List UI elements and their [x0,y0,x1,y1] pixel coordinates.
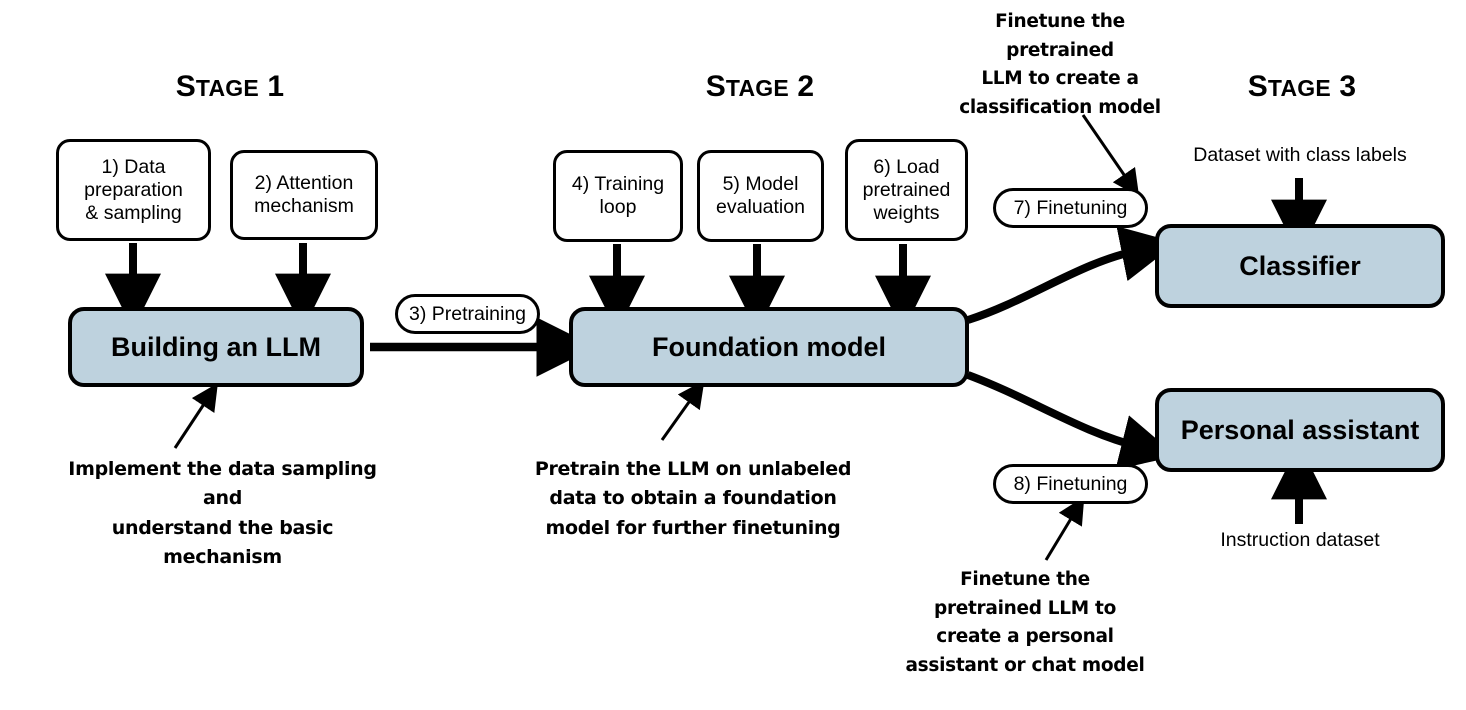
stage-2-header-initial: S [705,70,726,103]
annotation-classification-line-1: Finetune the pretrained [995,11,1125,61]
step-box-load-pretrained-weights[interactable]: 6) Load pretrained weights [845,139,968,241]
stage-2-header: STAGE 2 [620,72,900,102]
blue-box-foundation-model[interactable]: Foundation model [569,307,969,387]
step-6-line-3: weights [873,201,940,224]
stage-1-header: STAGE 1 [90,72,370,102]
annotation-assistant-line-1: Finetune the [960,569,1090,590]
step-6-line-2: pretrained [862,178,951,201]
step-1-line-1: 1) Data [101,155,166,178]
stage-3-header: STAGE 3 [1162,72,1442,102]
pill-finetuning-assistant[interactable]: 8) Finetuning [993,464,1148,504]
step-box-attention-mechanism[interactable]: 2) Attention mechanism [230,150,378,240]
stage-3-header-initial: S [1247,70,1268,103]
annotation-classification: Finetune the pretrained LLM to create a … [940,8,1180,123]
pill-pretraining[interactable]: 3) Pretraining [395,294,540,334]
step-box-data-preparation[interactable]: 1) Data preparation & sampling [56,139,211,241]
arrow-annotation-stage2 [660,380,705,441]
pill-finetuning-classifier[interactable]: 7) Finetuning [993,188,1148,228]
stage-2-header-caps: TAGE [725,75,789,101]
stage-3-header-number: 3 [1330,70,1357,103]
stage-2-header-number: 2 [788,70,815,103]
annotation-assistant-line-3: create a personal [936,626,1114,648]
arrow-annotation-classification [1081,114,1140,197]
step-2-line-1: 2) Attention [254,172,354,194]
stage-1-header-initial: S [175,70,196,103]
annotation-assistant: Finetune the pretrained LLM to create a … [905,566,1145,681]
annotation-stage-1-line-1: Implement the data sampling and [68,458,377,510]
arrow-foundation-to-classifier [966,226,1177,324]
step-4-line-2: loop [599,196,637,218]
step-1-line-3: & sampling [85,201,182,224]
annotation-classification-line-3: classification model [959,97,1161,119]
arrow-foundation-to-assistant [966,371,1177,470]
step-5-line-1: 5) Model [722,173,799,195]
annotation-stage-2-line-2: data to obtain a foundation [549,487,837,510]
stage-3-header-caps: TAGE [1267,75,1331,101]
annotation-stage-2-line-3: model for further finetuning [545,516,841,539]
blue-box-personal-assistant[interactable]: Personal assistant [1155,388,1445,472]
step-1-line-2: preparation [84,178,183,201]
stage-1-header-caps: TAGE [195,75,259,101]
annotation-assistant-line-2: pretrained LLM to [934,597,1116,619]
arrow-annotation-stage1 [173,382,218,449]
caption-instruction-dataset: Instruction dataset [1220,529,1380,551]
annotation-classification-line-2: LLM to create a [981,68,1139,90]
caption-dataset-with-class-labels: Dataset with class labels [1193,144,1407,166]
annotation-stage-1-line-2: understand the basic mechanism [111,516,334,569]
step-6-line-1: 6) Load [873,155,940,178]
step-5-line-2: evaluation [716,196,805,218]
step-2-line-2: mechanism [254,195,354,217]
blue-box-building-an-llm[interactable]: Building an LLM [68,307,364,387]
arrow-annotation-assistant [1044,496,1085,561]
annotation-stage-1: Implement the data sampling and understa… [50,455,395,573]
step-box-training-loop[interactable]: 4) Training loop [553,150,683,242]
annotation-assistant-line-4: assistant or chat model [905,655,1145,677]
stage-1-header-number: 1 [258,70,285,103]
annotation-stage-2-line-1: Pretrain the LLM on unlabeled [534,458,852,480]
step-box-model-evaluation[interactable]: 5) Model evaluation [697,150,824,242]
blue-box-classifier[interactable]: Classifier [1155,224,1445,308]
annotation-stage-2: Pretrain the LLM on unlabeled data to ob… [528,455,858,543]
step-4-line-1: 4) Training [571,173,665,195]
